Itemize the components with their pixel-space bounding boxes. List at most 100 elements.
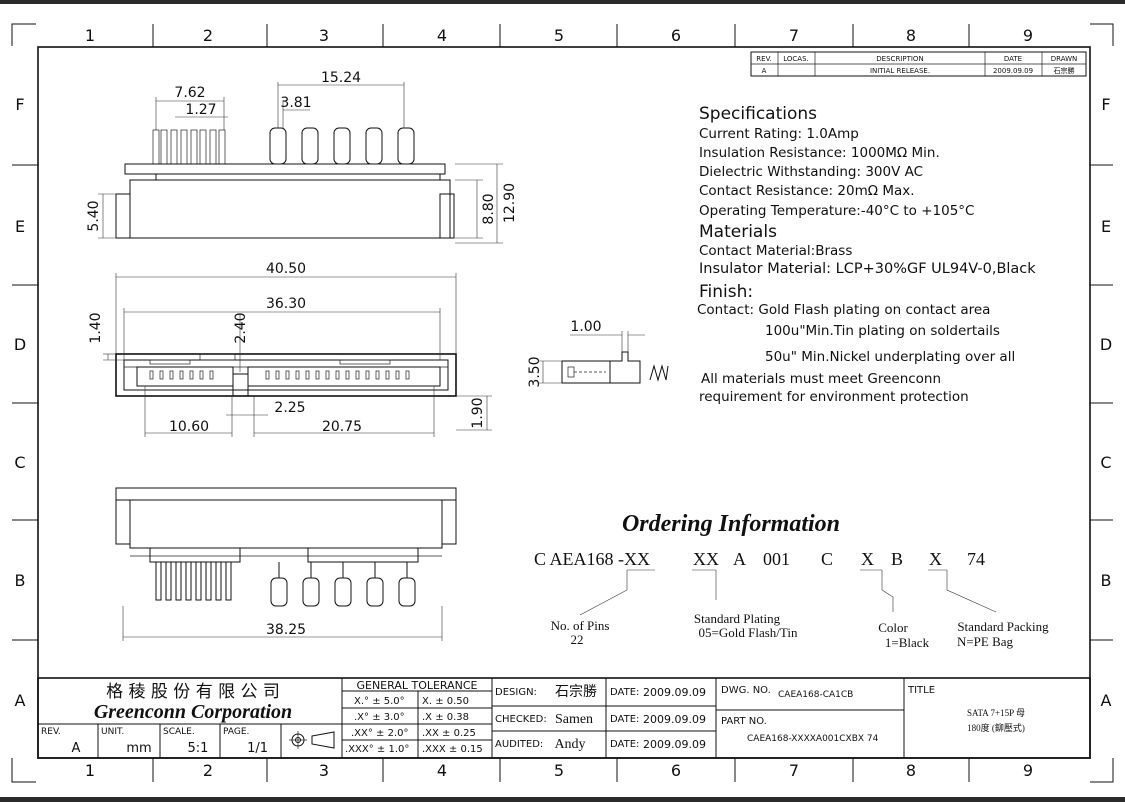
design-date: 2009.09.09 (643, 686, 706, 699)
row-label: E (1101, 217, 1111, 236)
order-color-label: Color (878, 620, 908, 635)
dim-1-27: 1.27 (185, 102, 216, 118)
date-label: DATE: (610, 687, 639, 698)
tol-angle: X.° ± 5.0° (354, 696, 405, 707)
tolerance-title: GENERAL TOLERANCE (356, 679, 477, 692)
top-view: 7.62 1.27 15.24 3.81 12.90 8.80 5.40 (86, 70, 518, 244)
rev-cell: 石宗勝 (1054, 66, 1075, 75)
drawing-number: CAEA168-CA1CB (778, 690, 853, 700)
finish-line-2: 100u"Min.Tin plating on soldertails (765, 323, 1000, 339)
audited-label: AUDITED: (495, 739, 543, 750)
dim-2-25: 2.25 (274, 400, 305, 416)
window-bottom-edge (0, 797, 1125, 802)
dim-38-25: 38.25 (266, 622, 306, 638)
order-code-color: X (861, 549, 874, 569)
dim-20-75: 20.75 (322, 419, 362, 435)
dim-10-60: 10.60 (169, 419, 209, 435)
col-label: 4 (437, 26, 447, 45)
checked-date: 2009.09.09 (643, 713, 706, 726)
col-label: 3 (319, 26, 329, 45)
part-number: CAEA168-XXXXA001CXBX 74 (747, 734, 879, 744)
finish-title: Finish: (699, 282, 753, 302)
rev-header: DRAWN (1051, 55, 1078, 63)
front-contacts (149, 370, 410, 380)
spec-insulation: Insulation Resistance: 1000MΩ Min. (699, 145, 940, 161)
order-code-plating: XX (693, 549, 719, 569)
row-label: F (15, 95, 24, 114)
order-code-packing: X (929, 549, 942, 569)
dim-1-00: 1.00 (570, 319, 601, 335)
dim-40-50: 40.50 (266, 261, 306, 277)
col-label: 2 (203, 26, 213, 45)
rev-cell: INITIAL RELEASE. (870, 67, 930, 75)
rev-cell: 2009.09.09 (993, 67, 1033, 75)
bottom-signal-pins (155, 562, 232, 601)
rev-header: DATE (1004, 55, 1022, 63)
scale-value: 5:1 (188, 741, 209, 756)
revision-table: REV. LOCAS. DESCRIPTION DATE DRAWN A INI… (750, 51, 1087, 77)
col-label: 1 (85, 761, 95, 780)
ordering-title: Ordering Information (622, 511, 840, 537)
order-code-c: C (821, 549, 833, 569)
tol-linear: .X ± 0.38 (422, 712, 469, 723)
tol-angle: .X° ± 3.0° (354, 712, 405, 723)
power-pins (269, 127, 415, 165)
order-plating-value: 05=Gold Flash/Tin (699, 625, 798, 640)
dim-2-40: 2.40 (233, 312, 249, 343)
column-labels-bottom: 1 2 3 4 5 6 7 8 9 (85, 761, 1033, 780)
col-label: 9 (1023, 26, 1033, 45)
dim-5-40: 5.40 (86, 200, 102, 231)
spec-temperature: Operating Temperature:-40°C to +105°C (699, 203, 974, 219)
row-label: A (1101, 691, 1112, 710)
dwg-label: DWG. NO. (721, 685, 771, 696)
side-view: 1.00 3.50 (527, 319, 669, 388)
order-code-001: 001 (763, 549, 790, 569)
unit-value: mm (126, 741, 151, 756)
dim-15-24: 15.24 (321, 70, 361, 86)
tol-angle: .XX° ± 2.0° (351, 728, 409, 739)
col-label: 5 (554, 26, 564, 45)
row-labels: F E D C B A F E D C B A (14, 95, 1112, 710)
order-color-value: 1=Black (885, 635, 930, 650)
spec-current: Current Rating: 1.0Amp (699, 126, 859, 142)
bottom-view: 38.25 (115, 487, 457, 641)
tol-linear: .XX ± 0.25 (422, 728, 476, 739)
zone-ticks (12, 24, 1113, 782)
front-view: 40.50 36.30 2.40 1.40 10.60 20.75 2.25 1… (88, 261, 492, 437)
company-name-en: Greenconn Corporation (94, 701, 292, 723)
order-code-a: A (733, 549, 746, 569)
row-label: C (1100, 453, 1111, 472)
order-packing-value: N=PE Bag (957, 634, 1014, 649)
row-label: E (15, 217, 25, 236)
page-value: 1/1 (247, 741, 268, 756)
date-label: DATE: (610, 714, 639, 725)
checker-name: Samen (555, 712, 593, 727)
requirement-line-2: requirement for environment protection (699, 389, 969, 405)
audited-date: 2009.09.09 (643, 738, 706, 751)
col-label: 6 (671, 761, 681, 780)
material-contact: Contact Material:Brass (699, 243, 852, 259)
dim-3-50: 3.50 (527, 356, 543, 387)
rev-cell: A (762, 67, 767, 75)
designer-name: 石宗勝 (555, 684, 597, 700)
row-label: D (1100, 335, 1112, 354)
design-label: DESIGN: (495, 687, 537, 698)
rev-header: LOCAS. (783, 55, 809, 63)
order-pins-value: 22 (571, 632, 584, 647)
rev-value: A (72, 741, 81, 756)
row-label: B (1101, 571, 1112, 590)
col-label: 7 (789, 26, 799, 45)
title-line-2: 180度 (鉚壓式) (967, 722, 1025, 733)
title-label: TITLE (907, 685, 935, 696)
dim-1-40: 1.40 (88, 312, 104, 343)
unit-label: UNIT. (101, 727, 124, 737)
checked-label: CHECKED: (495, 714, 547, 725)
finish-line-3: 50u" Min.Nickel underplating over all (765, 349, 1015, 365)
date-label: DATE: (610, 739, 639, 750)
requirement-line-1: All materials must meet Greenconn (701, 371, 941, 387)
scale-label: SCALE. (163, 727, 195, 737)
row-label: D (14, 335, 26, 354)
tol-angle: .XXX° ± 1.0° (345, 744, 409, 755)
rev-header: DESCRIPTION (876, 55, 923, 63)
